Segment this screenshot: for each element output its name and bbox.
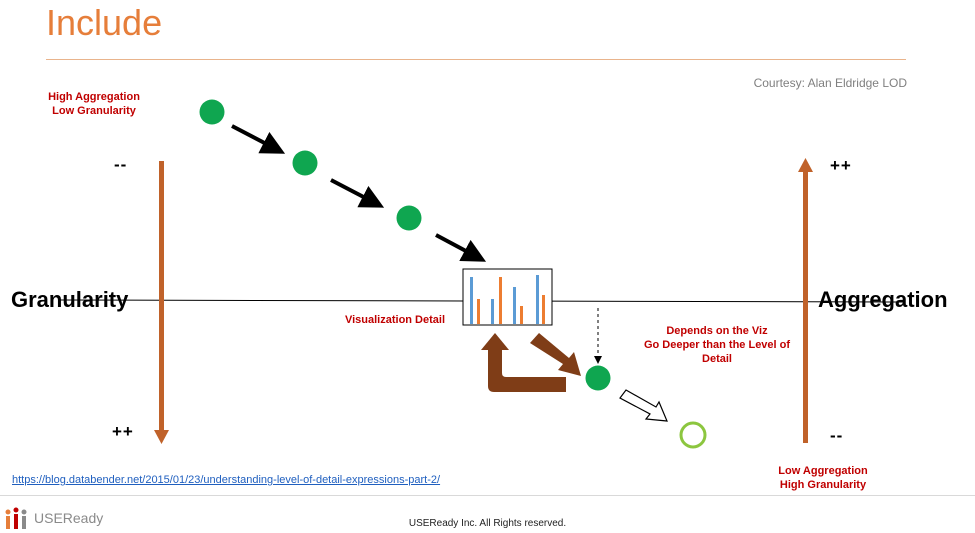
bottom-right-label: Low Aggregation High Granularity [758,464,888,492]
title-underline [46,59,906,60]
viz-detail-label: Visualization Detail [344,314,446,326]
dotted-arrow-icon [594,356,602,364]
granularity-label: Granularity [11,287,129,312]
source-link[interactable]: https://blog.databender.net/2015/01/23/u… [12,474,441,486]
hollow-dot [679,421,707,449]
depends-line-3: Detail [702,353,732,365]
granularity-arrow-icon [154,161,169,444]
depends-line-2: Go Deeper than the Level of [643,339,791,351]
top-left-label-line-2: Low Granularity [52,105,136,117]
arrow-icon-1 [231,124,286,154]
top-left-label: High Aggregation Low Granularity [28,90,160,118]
deeper-dot [585,365,611,391]
top-left-label-line-1: High Aggregation [48,91,140,103]
level-dot-3 [396,205,422,231]
logo-icon [5,507,27,529]
logo-text: USEReady [34,510,104,526]
arrow-icon-2 [330,178,385,208]
bottom-right-label-line-2: High Granularity [779,479,867,491]
depends-line-1: Depends on the Viz [666,325,768,337]
arrow-icon-3 [435,233,487,262]
bar-chart-icon [462,268,553,326]
aggregation-label: Aggregation [818,287,948,312]
right-top-sign: ++ [830,156,852,175]
hollow-arrow-icon [619,389,668,422]
bottom-right-label-line-1: Low Aggregation [778,465,868,477]
footer-divider [0,495,975,496]
left-top-sign: -- [114,155,128,174]
left-bottom-sign: ++ [112,422,134,441]
courtesy-note: Courtesy: Alan Eldridge LOD [753,76,907,90]
curved-arrow-icon [481,333,581,392]
copyright-notice: USEReady Inc. All Rights reserved. [408,518,567,529]
depends-label: Depends on the Viz Go Deeper than the Le… [630,324,804,366]
level-dot-1 [199,99,225,125]
company-logo: USEReady [4,505,103,531]
page-title: Include [46,2,163,43]
aggregation-arrow-icon [798,158,813,443]
level-dot-2 [292,150,318,176]
right-bottom-sign: -- [830,426,844,445]
